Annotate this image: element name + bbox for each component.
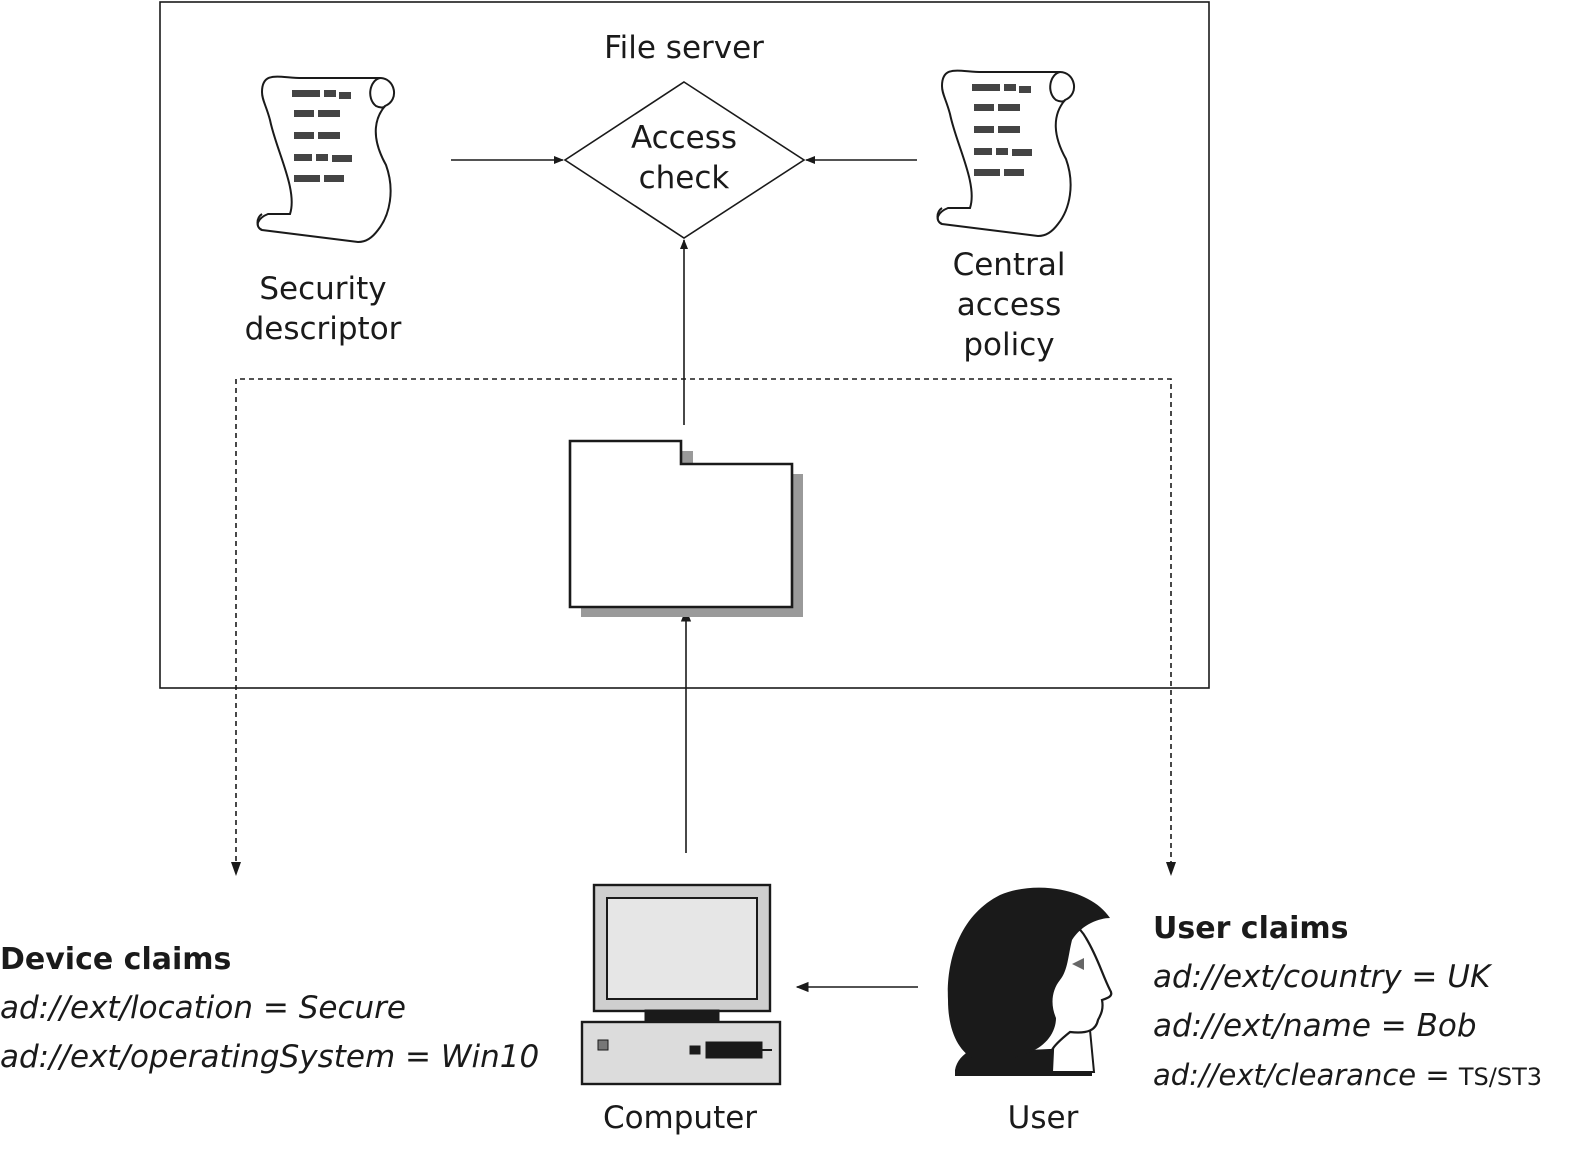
security-descriptor-line2: descriptor (244, 311, 402, 347)
user-claims-panel: User claims ad://ext/country = UK ad://e… (1153, 904, 1542, 1102)
user-claims-heading: User claims (1153, 911, 1349, 946)
central-access-policy-text-lines (972, 84, 1032, 176)
claim-key: ad://ext/country (1153, 959, 1402, 995)
security-descriptor-line1: Security (259, 271, 387, 307)
access-check-line1: Access (630, 120, 738, 156)
device-claims-panel: Device claims ad://ext/location = Secure… (0, 935, 539, 1082)
claim-value: UK (1447, 959, 1491, 995)
file-server-title: File server (604, 30, 764, 66)
access-check-label: Access check (584, 118, 784, 198)
user-claim-row: ad://ext/clearance = TS/ST3 (1153, 1051, 1542, 1102)
claim-value: Bob (1416, 1008, 1477, 1044)
security-descriptor-text-lines (292, 90, 352, 182)
claims-dashed-path (235, 378, 1172, 870)
claim-operator: = (253, 990, 299, 1026)
folder-icon (568, 439, 803, 617)
claim-operator: = (1401, 959, 1448, 995)
central-access-policy-line1: Central (952, 247, 1066, 283)
device-claim-row: ad://ext/operatingSystem = Win10 (0, 1033, 539, 1082)
computer-label: Computer (602, 1100, 758, 1136)
claim-operator: = (1416, 1058, 1459, 1092)
claim-value: Win10 (440, 1039, 540, 1075)
claim-operator: = (1370, 1008, 1417, 1044)
central-access-policy-line2: access (956, 287, 1062, 323)
claim-operator: = (395, 1039, 441, 1075)
computer-icon (580, 883, 782, 1086)
file-server-box (159, 1, 1210, 689)
claim-value: Secure (298, 990, 406, 1026)
central-access-policy-label: Central access policy (909, 245, 1109, 365)
user-avatar-icon (947, 887, 1113, 1076)
user-claim-row: ad://ext/name = Bob (1153, 1002, 1542, 1051)
access-check-diamond (563, 81, 806, 239)
central-access-policy-line3: policy (963, 327, 1055, 363)
security-descriptor-label: Security descriptor (223, 269, 423, 349)
claim-key: ad://ext/location (0, 990, 254, 1026)
claim-key: ad://ext/name (1153, 1008, 1371, 1044)
user-claim-row: ad://ext/country = UK (1153, 953, 1542, 1002)
user-label: User (1007, 1100, 1079, 1136)
dashed-arrowhead-right (1166, 862, 1176, 876)
access-check-line2: check (638, 160, 730, 196)
device-claim-row: ad://ext/location = Secure (0, 984, 539, 1033)
claim-value: TS/ST3 (1458, 1063, 1543, 1091)
claim-key: ad://ext/operatingSystem (0, 1039, 396, 1075)
claim-key: ad://ext/clearance (1153, 1058, 1417, 1092)
device-claims-heading: Device claims (0, 942, 232, 977)
dashed-arrowhead-left (231, 862, 241, 876)
